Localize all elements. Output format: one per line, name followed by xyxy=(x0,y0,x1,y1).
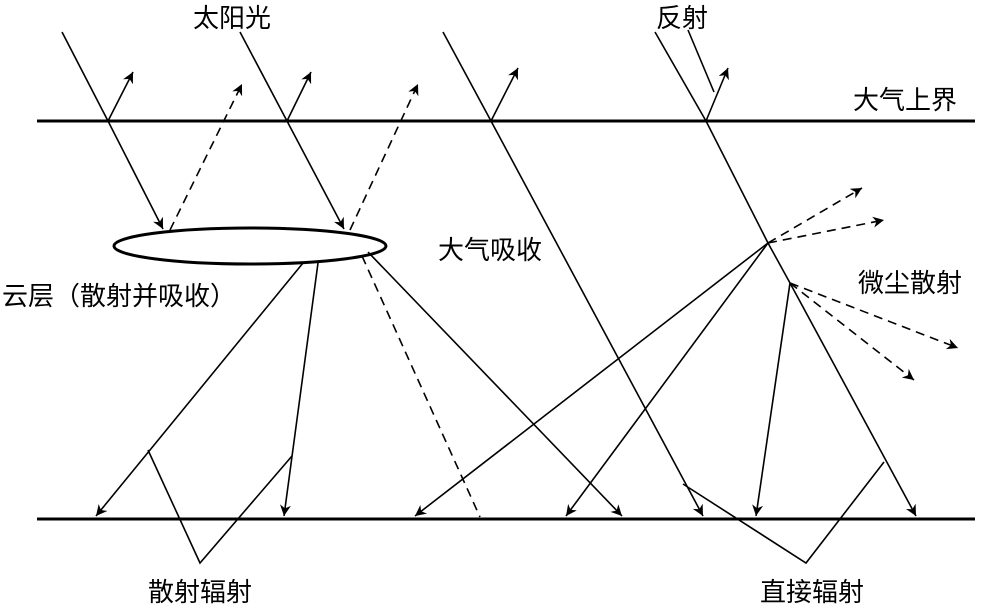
dust-1-scatter-left xyxy=(414,242,769,517)
label-scattered-radiation: 散射辐射 xyxy=(148,578,252,608)
cloud-scatter-right xyxy=(367,251,623,517)
cloud-reflect-dashed-1 xyxy=(169,83,243,231)
direct-ray-3 xyxy=(490,120,704,517)
label-cloud-layer: 云层（散射并吸收） xyxy=(2,282,236,312)
dust-1-scatter-dashed-2 xyxy=(767,216,885,244)
cloud-scatter-down xyxy=(280,262,319,517)
direct-ray-4 xyxy=(789,282,917,517)
sunlight-ray-3 xyxy=(442,31,492,122)
cloud-scatter-left xyxy=(95,262,304,517)
sunlight-ray-2-reflect xyxy=(286,71,312,122)
ray-4-to-dust-2 xyxy=(767,242,791,284)
cloud-reflect-dashed-2 xyxy=(349,83,419,231)
sunlight-ray-3-reflect xyxy=(490,67,519,122)
sunlight-ray-1-reflect xyxy=(107,71,134,122)
label-reflection: 反射 xyxy=(656,4,708,34)
scattered-radiation-bracket xyxy=(147,449,293,565)
label-dust-scattering: 微尘散射 xyxy=(858,269,962,299)
sunlight-ray-1-to-cloud xyxy=(107,120,164,230)
dust-2-scatter-dashed-2 xyxy=(789,282,915,381)
reflection-marker-line xyxy=(687,29,715,93)
label-atmosphere-top: 大气上界 xyxy=(853,86,957,116)
sunlight-ray-4 xyxy=(654,31,707,122)
cloud-ellipse xyxy=(112,226,388,266)
label-atmospheric-absorption: 大气吸收 xyxy=(438,236,542,266)
label-sunlight: 太阳光 xyxy=(193,4,271,34)
sunlight-ray-1 xyxy=(61,31,109,122)
dust-1-scatter-dashed-1 xyxy=(767,187,863,244)
dust-2-scatter-dashed-1 xyxy=(789,282,959,350)
sunlight-ray-4-reflect xyxy=(705,67,729,122)
label-direct-radiation: 直接辐射 xyxy=(760,578,864,608)
dust-1-scatter-down xyxy=(565,242,769,517)
direct-radiation-bracket xyxy=(682,461,885,565)
sunlight-ray-2-to-cloud xyxy=(286,120,345,230)
dust-2-scatter-down xyxy=(752,282,791,517)
cloud-absorb-dashed xyxy=(361,255,481,518)
sunlight-ray-2 xyxy=(239,31,288,122)
ray-4-to-dust-1 xyxy=(705,120,769,244)
